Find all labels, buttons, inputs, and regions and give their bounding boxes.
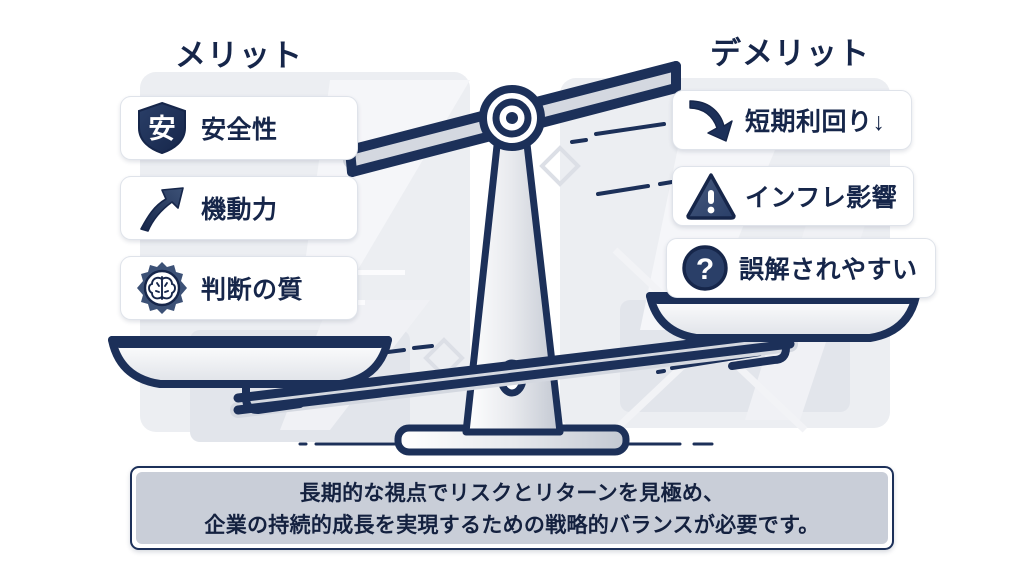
shield-icon-glyph: 安 xyxy=(149,114,176,145)
merit-card-safety[interactable]: 安 安全性 xyxy=(120,96,358,160)
summary-line-1: 長期的な視点でリスクとリターンを見極め、 xyxy=(299,482,725,505)
demerit-card-label: 短期利回り↓ xyxy=(745,108,886,136)
summary-banner: 長期的な視点でリスクとリターンを見極め、 企業の持続的成長を実現するための戦略的… xyxy=(130,466,894,550)
warning-triangle-icon xyxy=(685,171,737,221)
summary-banner-inner: 長期的な視点でリスクとリターンを見極め、 企業の持続的成長を実現するための戦略的… xyxy=(136,472,888,544)
scale-pivot-hub xyxy=(479,85,545,151)
merit-card-label: 機動力 xyxy=(201,196,278,224)
demerit-card-inflation-impact[interactable]: インフレ影響 xyxy=(672,166,914,226)
curved-down-arrow-icon xyxy=(685,95,737,145)
shield-badge-icon: 安 xyxy=(133,101,191,155)
merit-column-title: メリット xyxy=(175,38,303,73)
demerit-card-easily-misunderstood[interactable]: ? 誤解されやすい xyxy=(666,238,936,298)
summary-line-2: 企業の持続的成長を実現するための戦略的バランスが必要です。 xyxy=(204,514,820,537)
demerit-card-short-term-yield[interactable]: 短期利回り↓ xyxy=(672,90,912,150)
merit-card-judgement-quality[interactable]: 判断の質 xyxy=(120,256,358,320)
demerit-card-label: インフレ影響 xyxy=(745,184,898,212)
merit-card-agility[interactable]: 機動力 xyxy=(120,176,358,240)
demerit-column-title: デメリット xyxy=(710,36,870,71)
gear-brain-icon xyxy=(133,261,191,315)
upward-arrow-icon xyxy=(133,181,191,235)
scale-left-pan xyxy=(108,336,392,414)
question-icon-glyph: ? xyxy=(696,253,714,286)
merit-card-label: 判断の質 xyxy=(201,276,304,304)
merit-card-label: 安全性 xyxy=(201,116,278,144)
question-circle-icon: ? xyxy=(679,243,731,293)
demerit-card-label: 誤解されやすい xyxy=(739,256,918,284)
